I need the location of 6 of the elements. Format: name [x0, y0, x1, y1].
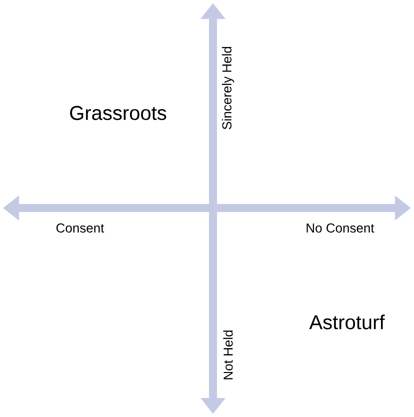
quadrant-label: Grassroots — [70, 106, 166, 120]
axis-label: Consent — [56, 223, 104, 233]
quadrant-label: Astroturf — [309, 314, 385, 330]
axis-label: Sincerely Held — [222, 46, 234, 130]
axis-label: No Consent — [306, 223, 374, 233]
axis-label: Not Held — [223, 330, 233, 380]
